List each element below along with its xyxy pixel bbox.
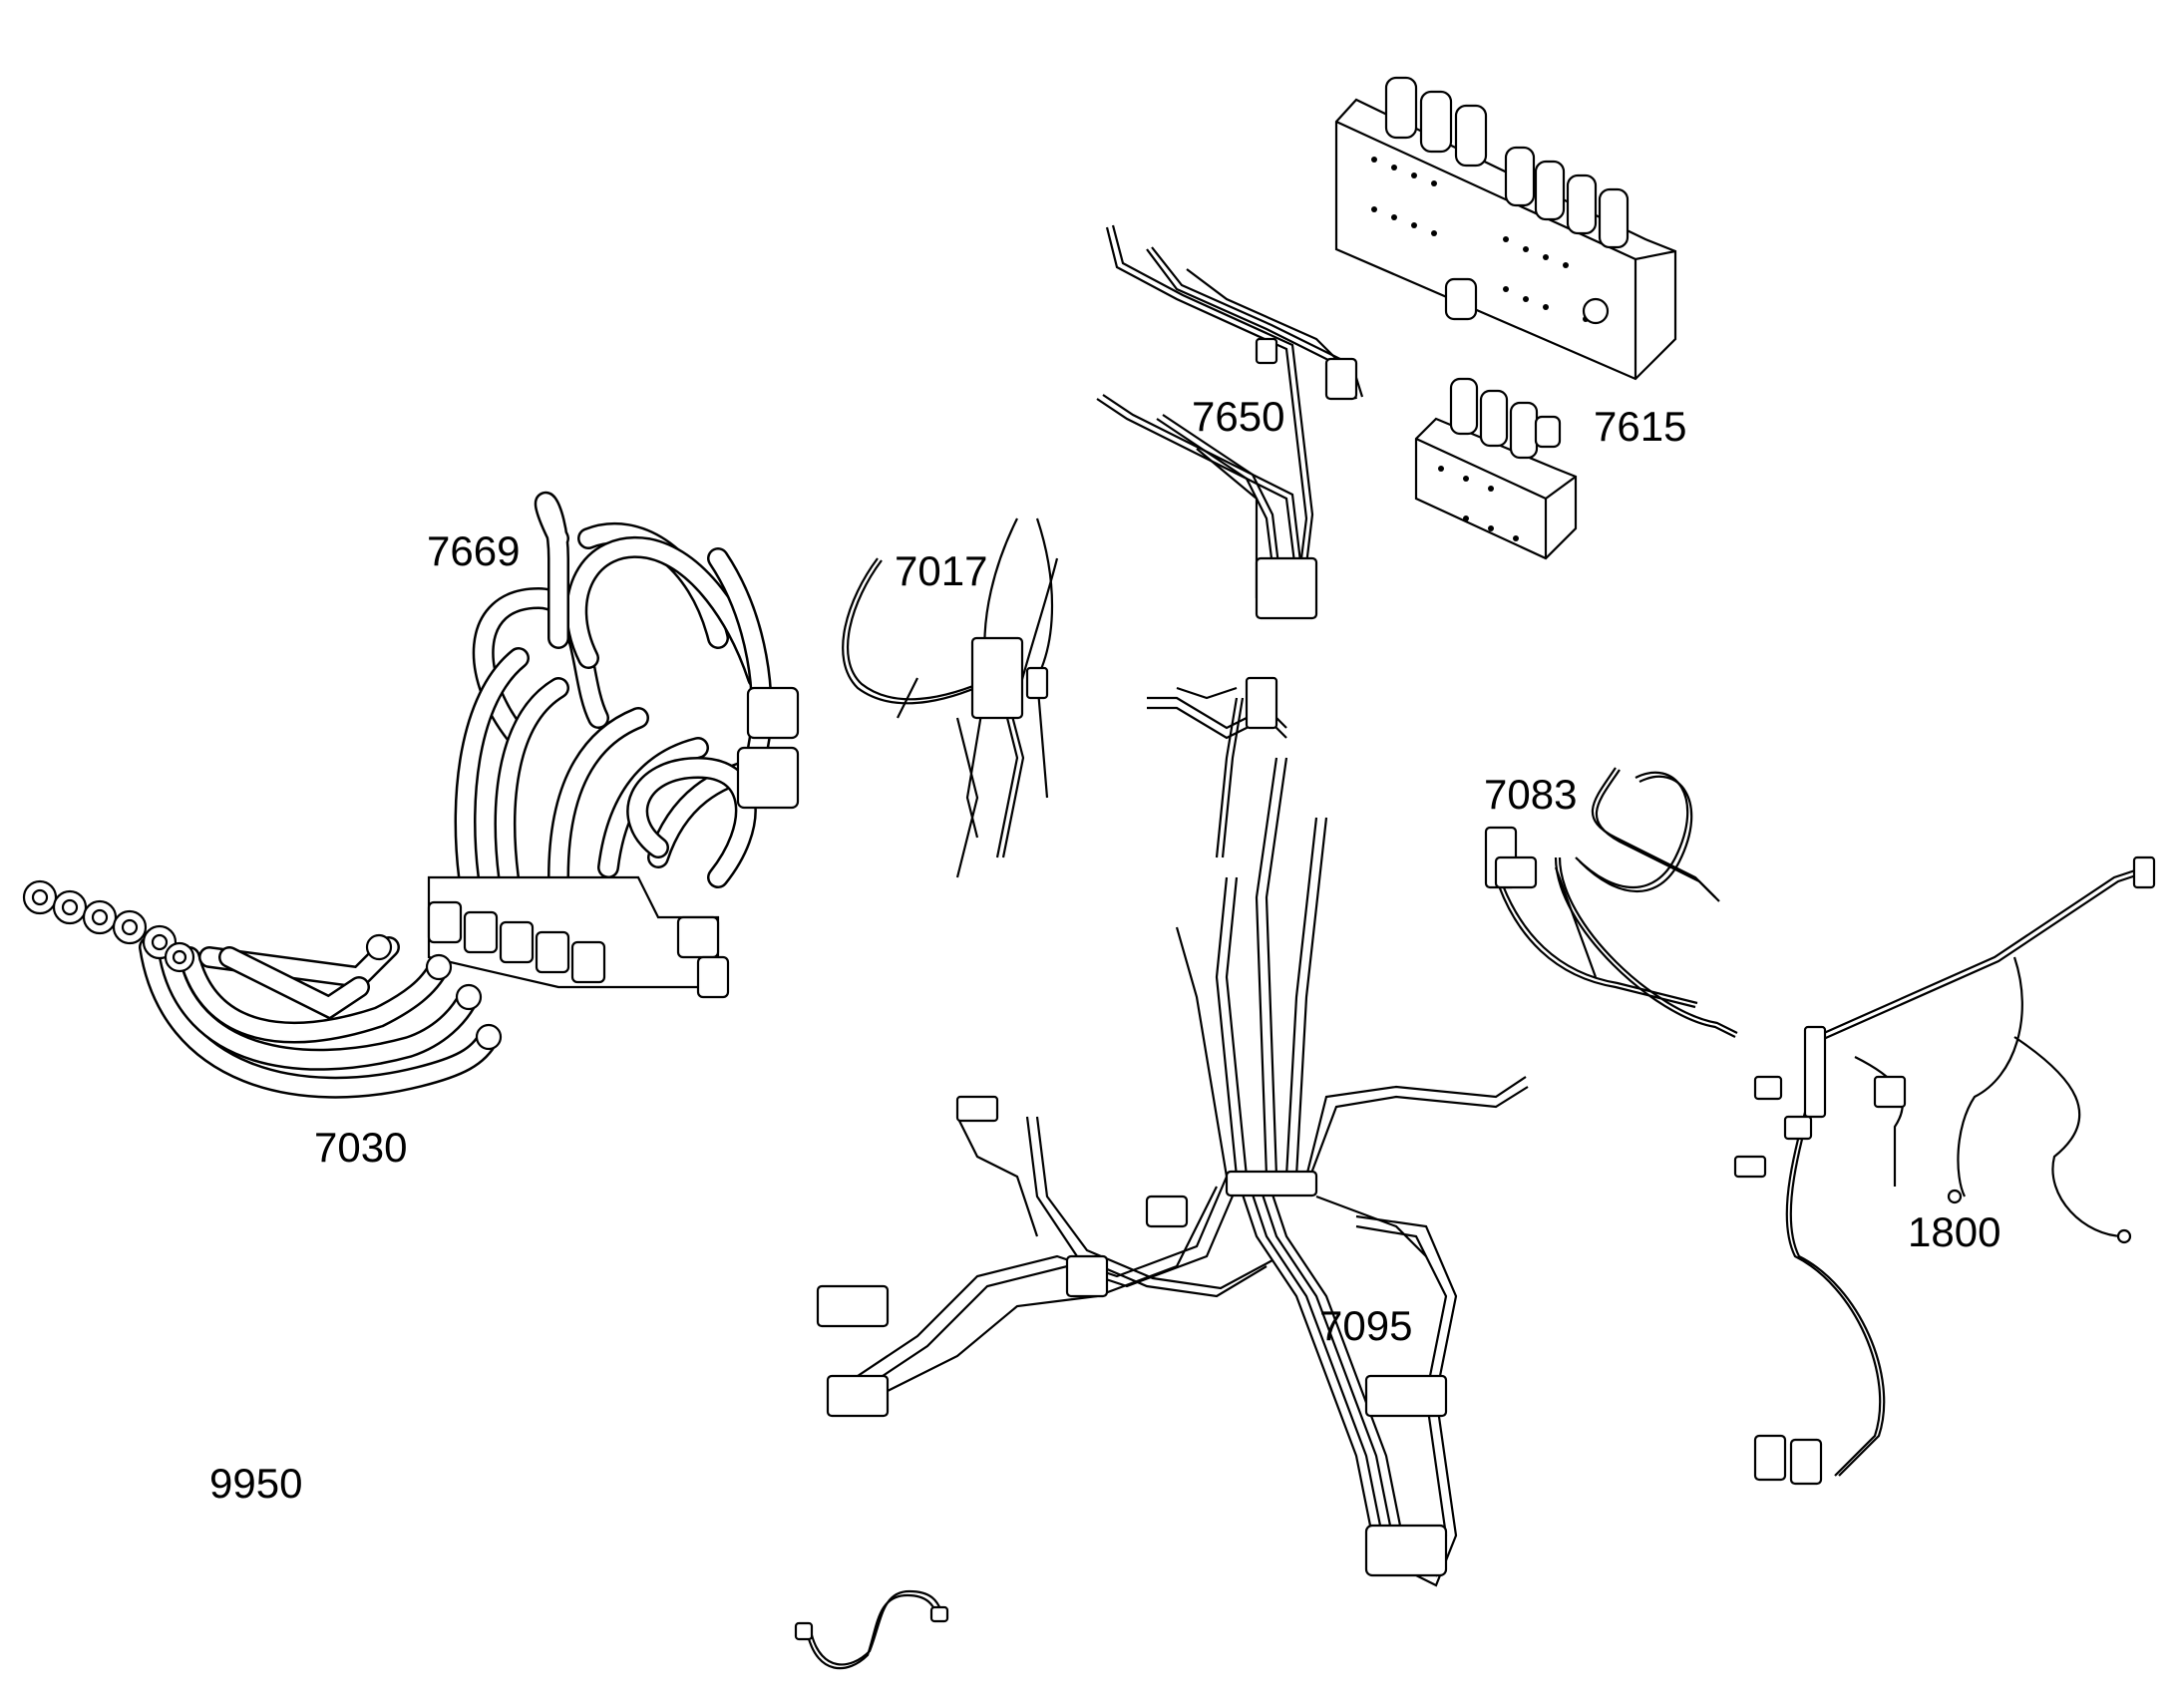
part-label-9950: 9950 [209, 1460, 303, 1507]
part-1800-cable [1733, 855, 2156, 1486]
part-label-7095: 7095 [1319, 1302, 1413, 1349]
part-7615-valve-block [1334, 76, 1677, 560]
part-7030-hose-bundle [22, 879, 503, 1099]
part-7650-pipe-set [1096, 224, 1364, 620]
part-label-7669: 7669 [427, 527, 521, 574]
part-label-7017: 7017 [895, 547, 988, 594]
part-7017-harness [842, 517, 1059, 878]
part-label-7083: 7083 [1484, 771, 1578, 818]
part-pipe-bracket [1147, 676, 1287, 740]
part-7095-main-harness [816, 697, 1529, 1587]
part-label-1800: 1800 [1908, 1208, 2001, 1255]
part-9950-cable [794, 1589, 949, 1670]
part-label-7650: 7650 [1192, 393, 1285, 440]
part-label-7615: 7615 [1594, 403, 1687, 450]
part-label-7030: 7030 [314, 1124, 408, 1171]
part-7083-harness [1484, 767, 1738, 1038]
part-7669-hose-set [427, 491, 800, 999]
